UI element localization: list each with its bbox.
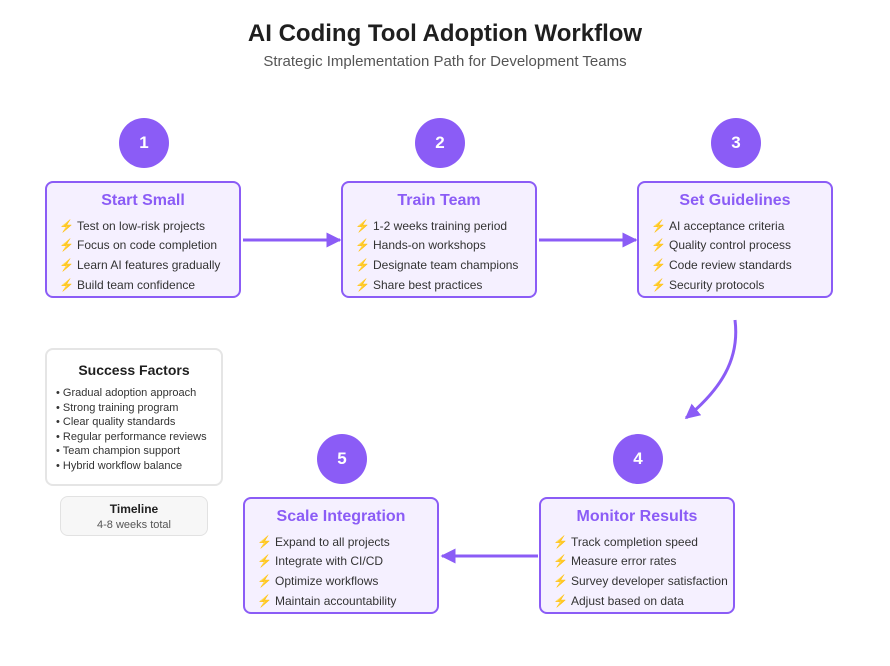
list-item: • Strong training program — [56, 401, 179, 414]
lightning-bolt-icon: ⚡ — [59, 238, 74, 253]
step-1-title: Start Small — [101, 192, 185, 209]
diagram-title: AI Coding Tool Adoption Workflow — [247, 20, 643, 47]
step-4-card: Monitor Results ⚡Track completion speed … — [539, 497, 735, 614]
timeline-box: Timeline 4-8 weeks total — [60, 496, 208, 536]
step-5-title: Scale Integration — [276, 508, 406, 525]
step-1-number-badge: 1 — [119, 118, 169, 168]
lightning-bolt-icon: ⚡ — [257, 534, 272, 549]
lightning-bolt-icon: ⚡ — [257, 593, 272, 608]
list-item: ⚡Survey developer satisfaction — [553, 573, 728, 588]
step-2-list: ⚡1-2 weeks training period ⚡Hands-on wor… — [343, 216, 535, 294]
lightning-bolt-icon: ⚡ — [355, 238, 370, 253]
list-item: ⚡Designate team champions — [355, 257, 519, 272]
list-item: ⚡Track completion speed — [553, 534, 698, 549]
list-item: ⚡Build team confidence — [59, 277, 196, 292]
lightning-bolt-icon: ⚡ — [355, 218, 370, 233]
lightning-bolt-icon: ⚡ — [257, 554, 272, 569]
step-3-list: ⚡AI acceptance criteria ⚡Quality control… — [639, 216, 831, 294]
timeline-value: 4-8 weeks total — [97, 519, 171, 531]
lightning-bolt-icon: ⚡ — [651, 238, 666, 253]
diagram-subtitle: Strategic Implementation Path for Develo… — [263, 53, 627, 70]
step-3-title: Set Guidelines — [679, 192, 791, 209]
list-item: • Team champion support — [56, 445, 181, 458]
list-item: ⚡1-2 weeks training period — [355, 218, 508, 233]
list-item: ⚡Expand to all projects — [257, 534, 390, 549]
step-4-list: ⚡Track completion speed ⚡Measure error r… — [541, 532, 733, 610]
arrow-step3-to-step4 — [684, 319, 738, 420]
success-factors-box: Success Factors • Gradual adoption appro… — [45, 348, 223, 486]
list-item: ⚡Optimize workflows — [257, 573, 379, 588]
lightning-bolt-icon: ⚡ — [553, 573, 568, 588]
success-factors-list: • Gradual adoption approach • Strong tra… — [47, 386, 221, 474]
list-item: ⚡Integrate with CI/CD — [257, 554, 384, 569]
lightning-bolt-icon: ⚡ — [59, 277, 74, 292]
step-2-title: Train Team — [397, 192, 481, 209]
step-2-card: Train Team ⚡1-2 weeks training period ⚡H… — [341, 181, 537, 298]
step-1-list: ⚡Test on low-risk projects ⚡Focus on cod… — [47, 216, 239, 294]
lightning-bolt-icon: ⚡ — [553, 593, 568, 608]
lightning-bolt-icon: ⚡ — [355, 257, 370, 272]
lightning-bolt-icon: ⚡ — [651, 257, 666, 272]
lightning-bolt-icon: ⚡ — [355, 277, 370, 292]
list-item: ⚡Learn AI features gradually — [59, 257, 221, 272]
lightning-bolt-icon: ⚡ — [553, 554, 568, 569]
step-4-title: Monitor Results — [576, 508, 698, 525]
list-item: ⚡Adjust based on data — [553, 593, 684, 608]
list-item: ⚡Measure error rates — [553, 554, 677, 569]
lightning-bolt-icon: ⚡ — [553, 534, 568, 549]
lightning-bolt-icon: ⚡ — [59, 257, 74, 272]
list-item: ⚡Code review standards — [651, 257, 792, 272]
lightning-bolt-icon: ⚡ — [59, 218, 74, 233]
step-5-number-badge: 5 — [317, 434, 367, 484]
timeline-title: Timeline — [109, 502, 159, 516]
step-4-number-badge: 4 — [613, 434, 663, 484]
step-5-card: Scale Integration ⚡Expand to all project… — [243, 497, 439, 614]
step-2-number-badge: 2 — [415, 118, 465, 168]
list-item: • Hybrid workflow balance — [56, 459, 183, 472]
list-item: • Clear quality standards — [56, 416, 176, 429]
lightning-bolt-icon: ⚡ — [651, 277, 666, 292]
list-item: ⚡Share best practices — [355, 277, 483, 292]
lightning-bolt-icon: ⚡ — [651, 218, 666, 233]
step-5-list: ⚡Expand to all projects ⚡Integrate with … — [245, 532, 437, 610]
success-factors-title: Success Factors — [78, 362, 190, 378]
step-3-card: Set Guidelines ⚡AI acceptance criteria ⚡… — [637, 181, 833, 298]
list-item: ⚡Security protocols — [651, 277, 765, 292]
list-item: ⚡Test on low-risk projects — [59, 218, 206, 233]
list-item: ⚡Maintain accountability — [257, 593, 397, 608]
list-item: ⚡Hands-on workshops — [355, 238, 486, 253]
list-item: ⚡Focus on code completion — [59, 238, 218, 253]
step-3-number-badge: 3 — [711, 118, 761, 168]
list-item: ⚡Quality control process — [651, 238, 792, 253]
step-1-card: Start Small ⚡Test on low-risk projects ⚡… — [45, 181, 241, 298]
list-item: ⚡AI acceptance criteria — [651, 218, 785, 233]
list-item: • Regular performance reviews — [56, 430, 207, 443]
list-item: • Gradual adoption approach — [56, 387, 197, 399]
lightning-bolt-icon: ⚡ — [257, 573, 272, 588]
